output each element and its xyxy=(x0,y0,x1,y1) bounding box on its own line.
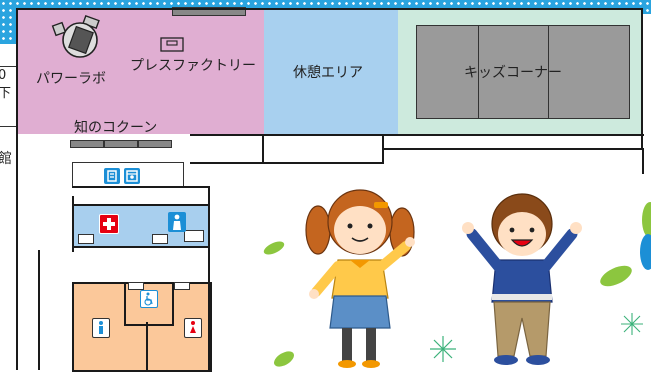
edge-text-building: 館 xyxy=(0,151,12,167)
press-factory-printer-icon xyxy=(160,37,184,57)
edge-text-below: 下 xyxy=(0,86,12,101)
power-lab-machine-icon xyxy=(48,14,108,64)
rest-area-zone xyxy=(264,9,398,134)
small-door xyxy=(184,230,204,242)
leaf-decoration xyxy=(640,200,651,244)
wall xyxy=(72,186,210,188)
small-door xyxy=(78,234,94,244)
small-door xyxy=(128,282,144,290)
bookshelf xyxy=(70,140,104,148)
boy-illustration xyxy=(452,190,592,374)
room-label-power-lab: パワーラボ xyxy=(36,71,106,87)
wheelchair-icon xyxy=(140,290,158,308)
wall xyxy=(72,196,74,252)
room-label-kids-corner: キッズコーナー xyxy=(464,65,562,81)
nursing-room-icon xyxy=(168,212,186,232)
mens-restroom-icon xyxy=(92,318,110,338)
wall xyxy=(16,8,643,10)
sparkle-decoration xyxy=(428,334,458,368)
leaf-decoration xyxy=(598,264,634,292)
wall xyxy=(16,9,18,370)
bookshelf xyxy=(138,140,172,148)
leaf-decoration xyxy=(636,232,651,276)
edge-text-top: 0 xyxy=(0,68,7,83)
wall xyxy=(382,148,644,150)
locker-icon xyxy=(124,168,140,184)
womens-restroom-icon xyxy=(184,318,202,338)
wall xyxy=(208,186,210,370)
small-door xyxy=(152,234,168,244)
kids-corner-block xyxy=(548,25,630,119)
top-door xyxy=(172,7,246,16)
room-label-rest-area: 休憩エリア xyxy=(293,65,363,81)
first-aid-icon xyxy=(99,214,119,234)
info-icon xyxy=(104,168,120,184)
wall xyxy=(146,322,148,370)
wall xyxy=(262,134,264,164)
wall xyxy=(38,250,40,370)
bookshelf xyxy=(104,140,138,148)
leaf-decoration xyxy=(272,350,296,372)
wall xyxy=(190,162,384,164)
room-label-press-factory: プレスファクトリー xyxy=(130,58,256,74)
room-label-knowledge-corner: 知のコクーン xyxy=(74,120,158,136)
left-decor-strip xyxy=(0,14,16,44)
girl-illustration xyxy=(300,186,430,374)
wall xyxy=(382,134,384,164)
wall xyxy=(641,8,643,148)
small-door xyxy=(174,282,190,290)
sparkle-decoration xyxy=(620,312,644,340)
edge-divider xyxy=(0,126,16,127)
wall xyxy=(190,134,644,136)
wall xyxy=(642,148,644,174)
leaf-decoration xyxy=(262,240,286,259)
edge-divider xyxy=(0,66,16,67)
